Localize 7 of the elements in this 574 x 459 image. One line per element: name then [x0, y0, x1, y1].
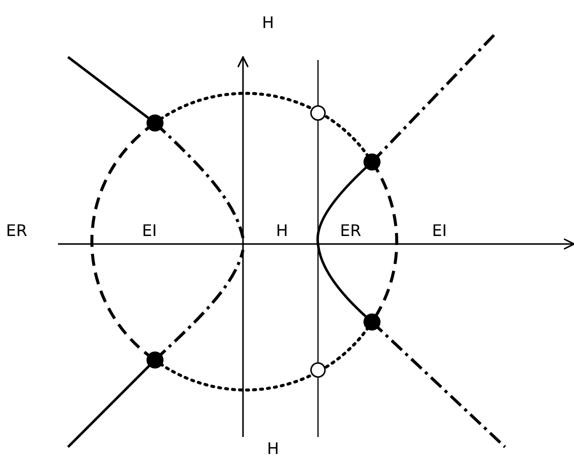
axis-region-label: H: [276, 222, 288, 240]
axis-region-label: ER: [6, 222, 28, 240]
axis-region-label: H: [262, 14, 274, 32]
axis-region-label: H: [267, 440, 280, 458]
axis-region-label: EI: [142, 222, 157, 240]
axis-region-label: ER: [340, 222, 362, 240]
axis-region-label: EI: [432, 222, 447, 240]
